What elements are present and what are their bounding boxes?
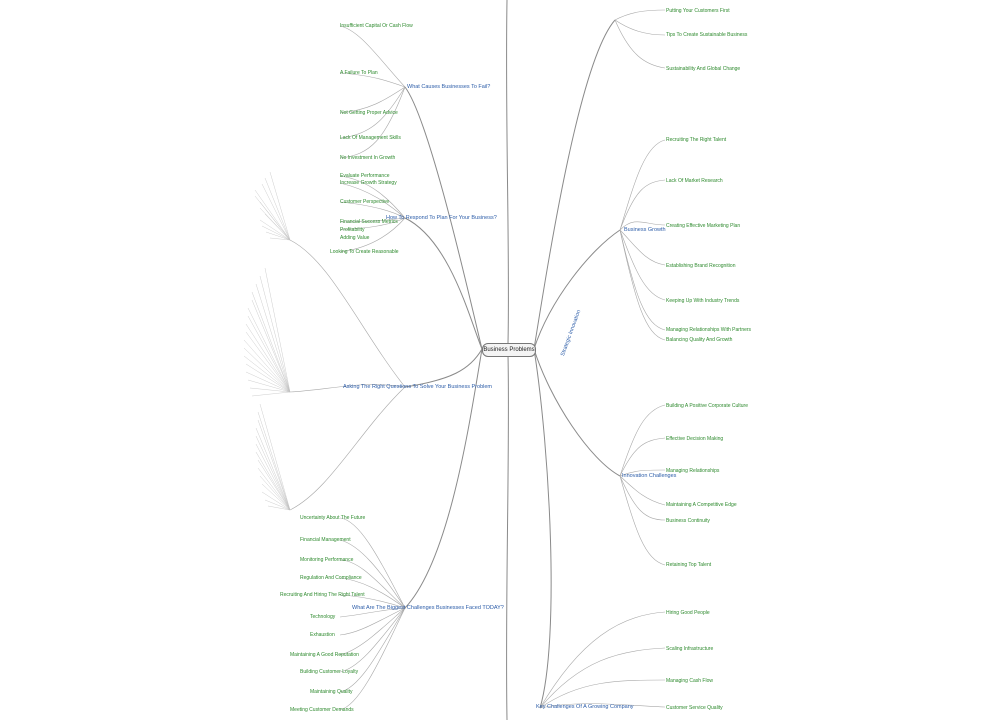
sub-hiring-good-people[interactable]: Hiring Good People xyxy=(666,610,710,616)
sub-customer-perspective[interactable]: Customer Perspective xyxy=(340,199,390,205)
sub-retaining-talent[interactable]: Retaining Top Talent xyxy=(666,562,712,568)
sub-decision-making[interactable]: Effective Decision Making xyxy=(666,436,724,442)
sub-customer-loyalty[interactable]: Building Customer Loyalty xyxy=(300,669,359,675)
sub-insufficient-capital[interactable]: Insufficient Capital Or Cash Flow xyxy=(340,23,413,29)
sub-regulation[interactable]: Regulation And Compliance xyxy=(300,575,362,581)
sub-failure-to-plan[interactable]: A Failure To Plan xyxy=(340,70,378,76)
root-node[interactable]: Business Problems xyxy=(482,343,536,357)
sub-evaluate-performance[interactable]: Evaluate Performance xyxy=(340,173,390,179)
sub-exhaustion[interactable]: Exhaustion xyxy=(310,632,335,638)
sub-reputation[interactable]: Maintaining A Good Reputation xyxy=(290,652,359,658)
branch-what-causes-fail[interactable]: What Causes Businesses To Fail? xyxy=(407,84,491,90)
sub-management-skills[interactable]: Lack Of Management Skills xyxy=(340,135,401,141)
branch-asking-questions[interactable]: Asking The Right Questions To Solve Your… xyxy=(343,384,492,390)
sub-technology[interactable]: Technology xyxy=(310,614,336,620)
branch-innovation-challenges[interactable]: Innovation Challenges xyxy=(622,473,677,479)
sub-financial-management[interactable]: Financial Management xyxy=(300,537,351,543)
sub-growth-strategy[interactable]: Increase Growth Strategy xyxy=(340,180,397,186)
sub-business-continuity[interactable]: Business Continuity xyxy=(666,518,710,524)
sub-financial-metrics[interactable]: Financial Success Metrics xyxy=(340,219,398,225)
sub-profitability[interactable]: Profitability xyxy=(340,227,365,233)
sub-managing-cash-flow[interactable]: Managing Cash Flow xyxy=(666,678,713,684)
sub-scaling-infrastructure[interactable]: Scaling Infrastructure xyxy=(666,646,714,652)
sub-quality-growth[interactable]: Balancing Quality And Growth xyxy=(666,337,733,343)
sub-proper-advice[interactable]: Not Getting Proper Advice xyxy=(340,110,398,116)
sub-sustainability[interactable]: Sustainability And Global Change xyxy=(666,66,741,72)
branch-plan-business[interactable]: How To Respond To Plan For Your Business… xyxy=(386,215,497,221)
sub-investment-growth[interactable]: No Investment In Growth xyxy=(340,155,396,161)
sub-monitoring-performance[interactable]: Monitoring Performance xyxy=(300,557,354,563)
sub-corporate-culture[interactable]: Building A Positive Corporate Culture xyxy=(666,403,748,409)
sub-brand-recognition[interactable]: Establishing Brand Recognition xyxy=(666,263,736,269)
sub-recruiting-talent[interactable]: Recruiting And Hiring The Right Talent xyxy=(280,592,365,598)
sub-marketing-plan[interactable]: Creating Effective Marketing Plan xyxy=(666,223,741,229)
sub-customer-service-quality[interactable]: Customer Service Quality xyxy=(666,705,723,711)
sub-industry-trends[interactable]: Keeping Up With Industry Trends xyxy=(666,298,740,304)
sub-customer-demands[interactable]: Meeting Customer Demands xyxy=(290,707,354,713)
branch-growing-company[interactable]: Key Challenges Of A Growing Company xyxy=(536,704,634,710)
sub-adding-value[interactable]: Adding Value xyxy=(340,235,370,241)
sub-recruiting-right-talent[interactable]: Recruiting The Right Talent xyxy=(666,137,727,143)
sub-maintaining-quality[interactable]: Maintaining Quality xyxy=(310,689,353,695)
branch-business-growth[interactable]: Business Growth xyxy=(624,227,666,233)
sub-uncertainty[interactable]: Uncertainty About The Future xyxy=(300,515,366,521)
branch-biggest-challenges[interactable]: What Are The Biggest Challenges Business… xyxy=(352,605,504,611)
sub-market-research[interactable]: Lack Of Market Research xyxy=(666,178,723,184)
sub-sustainable-business[interactable]: Tips To Create Sustainable Business xyxy=(666,32,748,38)
sub-competitive-edge[interactable]: Maintaining A Competitive Edge xyxy=(666,502,737,508)
sub-managing-relationships[interactable]: Managing Relationships xyxy=(666,468,720,474)
sub-customers-first[interactable]: Putting Your Customers First xyxy=(666,8,730,14)
sub-partners[interactable]: Managing Relationships With Partners xyxy=(666,327,752,333)
sub-create-reasonable[interactable]: Looking To Create Reasonable xyxy=(330,249,399,255)
